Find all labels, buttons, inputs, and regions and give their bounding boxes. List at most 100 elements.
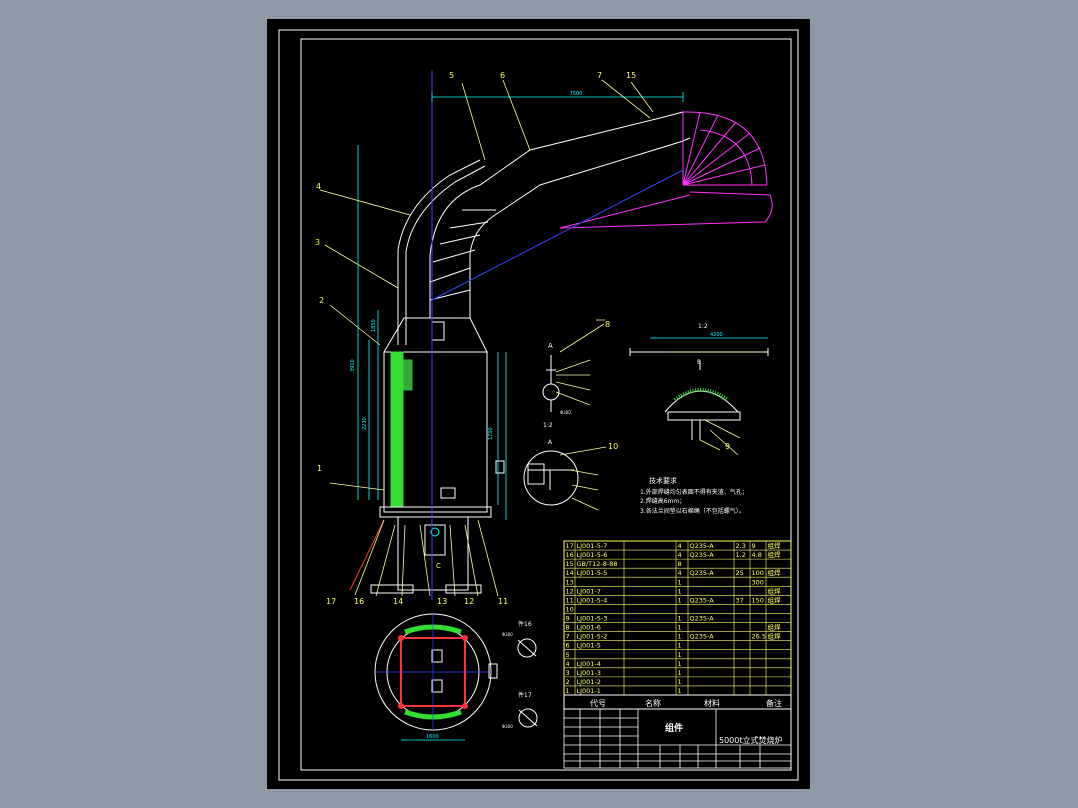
main-elevation-view <box>319 70 773 600</box>
bom-header-material: 材料 <box>704 698 720 708</box>
dim-left-2: 2230 <box>362 417 368 430</box>
detail-a-stem <box>546 355 556 412</box>
jacket-left <box>397 159 481 345</box>
detail-views <box>523 319 769 511</box>
bom-cell-code: LJ001-7 <box>577 587 601 595</box>
bom-cell-mat: Q235-A <box>690 569 715 577</box>
bom-cell-code: LJ001-4 <box>577 660 601 668</box>
plan-port-2 <box>431 679 443 693</box>
detail-b-bolt <box>691 420 701 440</box>
refractory-lining <box>390 351 404 508</box>
bom-cell-qty: 4 <box>678 551 682 559</box>
bom-header-note: 备注 <box>766 698 782 708</box>
inner-frame <box>300 38 792 771</box>
piece16-cut <box>517 639 537 657</box>
dim-lines <box>357 92 684 520</box>
bom-cell-qty: 1 <box>678 687 682 695</box>
bom-cell-note: 组焊 <box>768 586 782 595</box>
piece17-label: 件17 <box>518 691 532 699</box>
foot-left <box>370 584 414 594</box>
bom-cell-no: 13 <box>566 578 574 586</box>
dim-phi-3: Φ300 <box>560 410 571 415</box>
tech-notes: 技术要求 1.外部焊缝均匀表面不得有夹渣、气孔； 2.焊缝高6mm； 3.各法兰… <box>640 476 748 515</box>
bom-cell-code: LJ001-6 <box>577 624 601 632</box>
bom-cell-qty: 4 <box>678 542 682 550</box>
bom-cell-qty: 1 <box>678 587 682 595</box>
callout-14: 14 <box>393 597 403 606</box>
stack-fan-segments <box>429 209 496 301</box>
bom-cell-no: 9 <box>566 615 570 623</box>
elbow-fan <box>559 111 773 229</box>
bom-cell-no: 5 <box>566 651 570 659</box>
callout-10: 10 <box>608 442 618 451</box>
bom-cell-no: 6 <box>566 642 570 650</box>
bom-cell-w2: 4.8 <box>752 551 762 559</box>
piece17-dim: Φ300 <box>502 724 513 729</box>
bom-cell-no: 8 <box>566 624 570 632</box>
bom-cell-w1: 1.2 <box>736 551 746 559</box>
bom-cell-note: 组焊 <box>768 568 782 577</box>
bom-cell-w2: 300 <box>752 578 764 586</box>
bom-cell-code: LJ001-5-3 <box>577 615 608 623</box>
bom-cell-qty: 1 <box>678 596 682 604</box>
bom-cell-no: 17 <box>566 542 574 550</box>
callout-1: 1 <box>317 464 322 473</box>
bom-cell-w1: 37 <box>736 596 744 604</box>
jacket-left-inner <box>405 165 486 345</box>
bom-cell-no: 11 <box>566 596 574 604</box>
detail-ac-circle <box>523 450 579 506</box>
bom-cell-code: LJ001-3 <box>577 669 601 677</box>
callout-16: 16 <box>354 597 364 606</box>
bom-cell-no: 4 <box>566 660 570 668</box>
bom-cell-w1: 25 <box>736 569 744 577</box>
piece17-circle <box>518 708 538 728</box>
callout-15: 15 <box>626 71 636 80</box>
section-line <box>349 519 385 591</box>
callout-7: 7 <box>597 71 602 80</box>
block-label: 组件 <box>665 722 683 734</box>
callout-9: 9 <box>725 442 730 451</box>
bom-cell-code: LJ001-1 <box>577 687 601 695</box>
detail-b-leaders <box>699 419 741 456</box>
bom-cell-qty: 8 <box>678 560 682 568</box>
bom-cell-no: 10 <box>566 605 574 613</box>
callout-3: 3 <box>315 238 320 247</box>
callout-5: 5 <box>449 71 454 80</box>
bom-cell-note: 组焊 <box>768 632 782 641</box>
callout-13: 13 <box>437 597 447 606</box>
bom-cell-code: LJ001-2 <box>577 678 601 686</box>
plan-port-1 <box>431 649 443 663</box>
detail-ac-leaders <box>559 446 607 511</box>
detail-ac-block <box>527 463 545 485</box>
rod-dim-text: 4200 <box>710 332 723 338</box>
detail-a-leaders <box>555 319 605 406</box>
bom-cell-w2: 150 <box>752 596 764 604</box>
bom-cell-w2: 26.5 <box>752 633 766 641</box>
dim-right: 1700 <box>488 427 494 440</box>
lining-band <box>403 359 413 391</box>
piece16-dim: Φ300 <box>502 632 513 637</box>
callout-4: 4 <box>316 182 321 191</box>
plan-view <box>374 613 538 741</box>
bom-cell-w1: 2.3 <box>736 542 746 550</box>
support-legs <box>397 516 469 591</box>
bom-cell-qty: 1 <box>678 615 682 623</box>
bom-cell-note: 组焊 <box>768 623 782 632</box>
dim-left-3: 1850 <box>371 319 377 332</box>
bom-cell-qty: 1 <box>678 669 682 677</box>
bom-grid <box>564 541 791 695</box>
bom-cell-qty: 4 <box>678 569 682 577</box>
bom-cell-qty: 1 <box>678 678 682 686</box>
bom-cell-qty: 1 <box>678 578 682 586</box>
callout-11: 11 <box>498 597 508 606</box>
callout-12: 12 <box>464 597 474 606</box>
drawing-sheet <box>267 19 810 789</box>
detail-a-scale: 1:2 <box>543 422 553 429</box>
bom-cell-qty: 1 <box>678 624 682 632</box>
notes-line-1: 1.外部焊缝均匀表面不得有夹渣、气孔； <box>640 488 748 496</box>
detail-ac-label: A <box>548 439 553 446</box>
plan-side-box <box>488 663 498 679</box>
leader-lines <box>319 79 654 597</box>
ash-door-knob <box>430 527 440 537</box>
bom-cell-no: 2 <box>566 678 570 686</box>
